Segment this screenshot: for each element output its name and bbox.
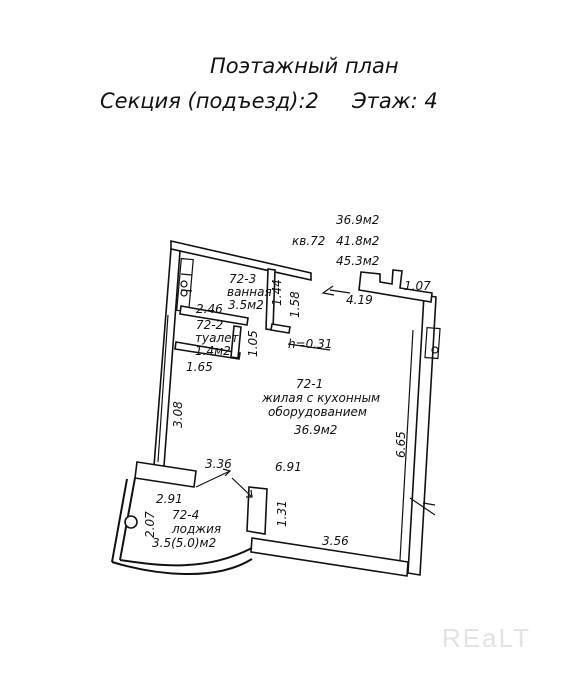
dim-3-08: 3.08 — [171, 401, 185, 428]
bathroom-walls — [179, 268, 291, 334]
dim-1-07: 1.07 — [404, 279, 431, 293]
bathroom-area: 3.5м2 — [228, 298, 264, 312]
bathroom-name: ванная — [227, 285, 272, 299]
toilet-area: 1.4м2 — [195, 344, 231, 358]
area-total-with-loggia: 45.3м2 — [336, 254, 379, 268]
toilet-name: туалет — [195, 331, 239, 345]
loggia-name: лоджия — [171, 522, 221, 536]
dim-1-31: 1.31 — [275, 500, 289, 527]
plan-title: Поэтажный план — [210, 54, 399, 78]
window-marks — [176, 257, 441, 516]
dim-1-58: 1.58 — [288, 291, 302, 318]
dim-1-05: 1.05 — [246, 330, 260, 357]
dim-4-19: 4.19 — [346, 293, 373, 307]
apartment-number: кв.72 — [292, 234, 325, 248]
outer-walls — [134, 239, 437, 577]
living-name-line2: оборудованием — [268, 405, 367, 419]
floor-label: Этаж: 4 — [351, 89, 438, 113]
dim-1-65: 1.65 — [186, 360, 213, 374]
area-total: 41.8м2 — [336, 234, 379, 248]
toilet-id: 72-2 — [196, 318, 223, 332]
dim-3-56: 3.56 — [322, 534, 349, 548]
bathroom-id: 72-3 — [229, 272, 256, 286]
dim-6-65: 6.65 — [394, 431, 408, 458]
dim-2-07: 2.07 — [143, 511, 157, 538]
living-area: 36.9м2 — [294, 423, 337, 437]
living-id: 72-1 — [296, 377, 323, 391]
section-label: Секция (подъезд):2 — [100, 89, 319, 113]
living-name-line1: жилая с кухонным — [261, 391, 380, 405]
ceiling-step-label: h=0.31 — [288, 337, 332, 351]
toilet-walls — [174, 325, 242, 360]
dim-2-91: 2.91 — [156, 492, 183, 506]
dim-1-44: 1.44 — [270, 279, 284, 306]
dim-2-46: 2.46 — [196, 302, 223, 316]
entrance-arrow — [321, 285, 351, 296]
area-living: 36.9м2 — [336, 213, 379, 227]
loggia-area: 3.5(5.0)м2 — [152, 536, 216, 550]
watermark-logo: REaLT — [442, 623, 531, 653]
loggia-outline — [111, 468, 253, 576]
loggia-id: 72-4 — [172, 508, 199, 522]
ceiling-step-line — [287, 343, 331, 351]
dim-6-91: 6.91 — [275, 460, 302, 474]
dim-3-36: 3.36 — [205, 457, 232, 471]
living-room-inner-lines — [157, 314, 414, 561]
